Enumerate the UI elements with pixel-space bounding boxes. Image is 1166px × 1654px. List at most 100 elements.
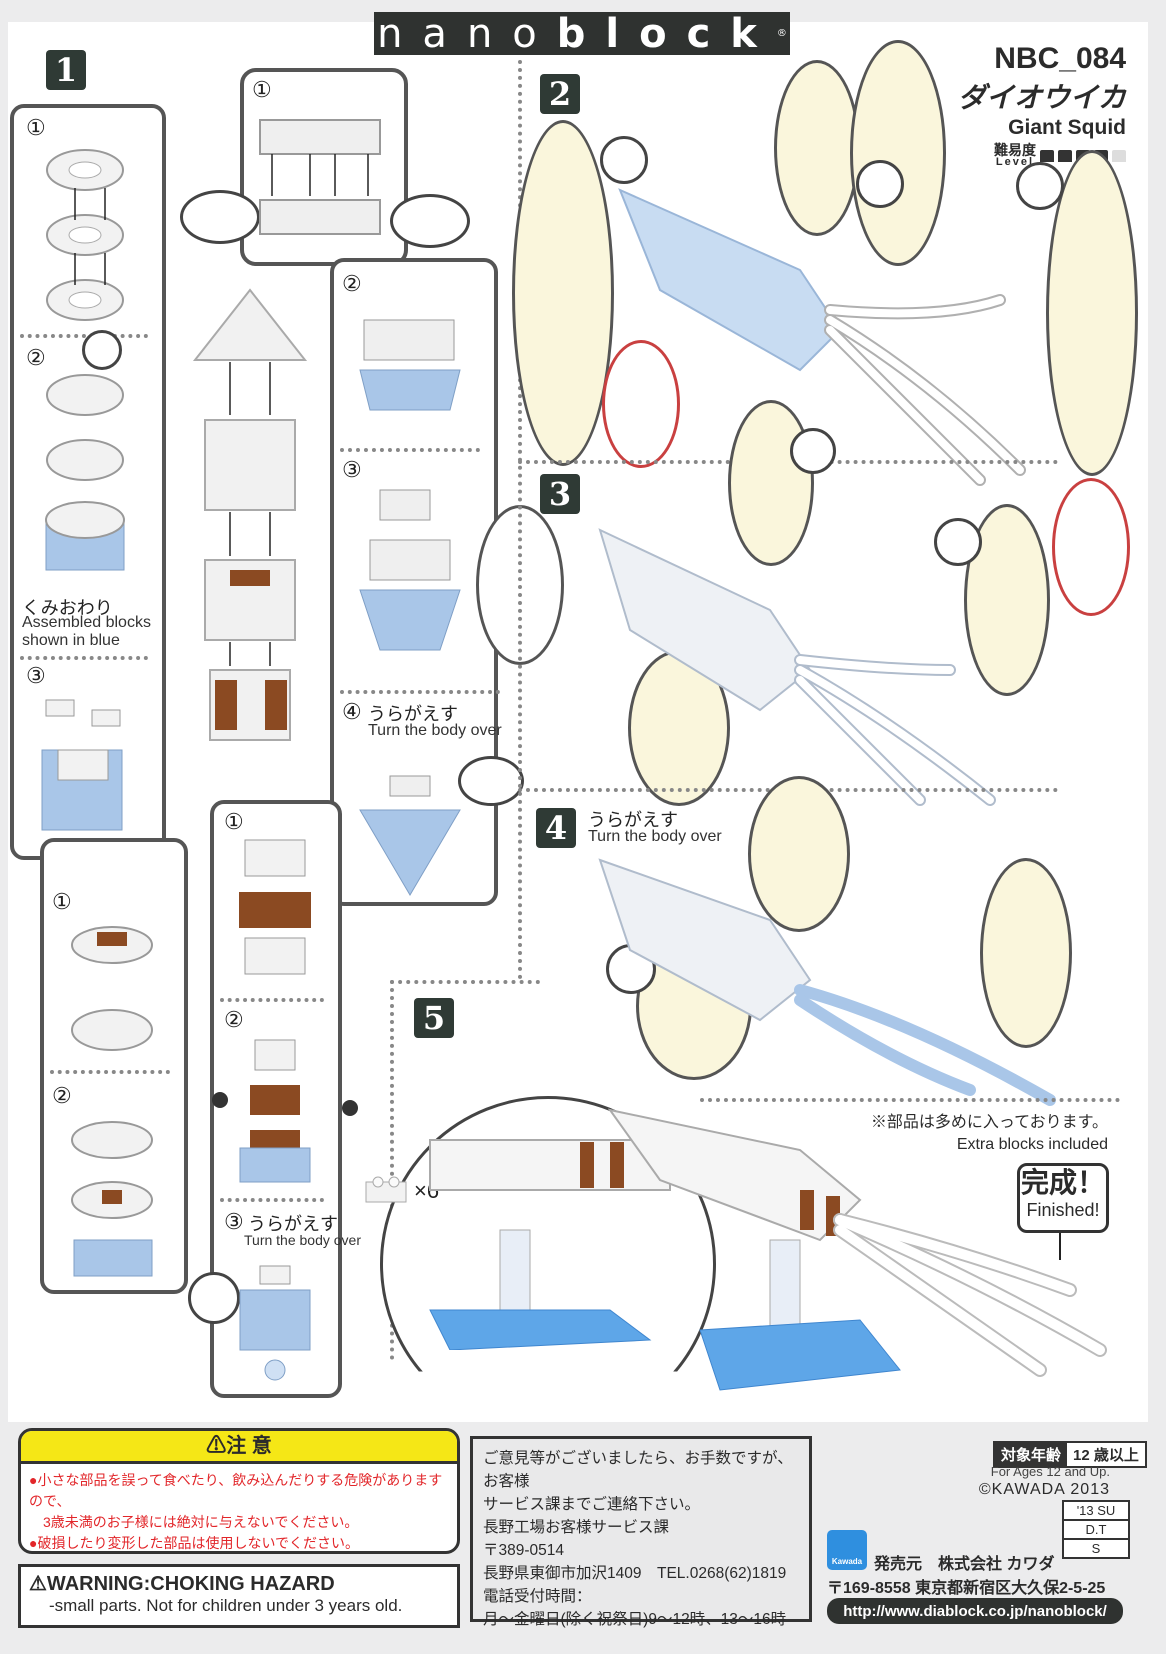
divider bbox=[340, 448, 480, 452]
age-value: 12 歳以上 bbox=[1067, 1443, 1145, 1466]
arm-callout-oval bbox=[980, 858, 1072, 1048]
logo-mark: ® bbox=[776, 28, 787, 39]
squid-step-3-illustration bbox=[598, 528, 996, 806]
part-callout bbox=[856, 160, 904, 208]
contact-line: 長野県東御市加沢1409 TEL.0268(62)1819 bbox=[483, 1565, 787, 1582]
siphon-layers-illustration bbox=[239, 839, 311, 975]
arm-callout-oval bbox=[728, 400, 814, 566]
turn-note-jp: うらがえす bbox=[368, 704, 458, 724]
arm-callout-oval bbox=[1046, 150, 1138, 476]
contact-line: 長野工場お客様サービス課 bbox=[483, 1519, 670, 1536]
finished-en: Finished! bbox=[1026, 1200, 1100, 1220]
divider bbox=[20, 656, 148, 660]
substep-2: ② bbox=[342, 272, 362, 297]
step-4-badge: 4 bbox=[536, 808, 576, 848]
substep-3: ③ bbox=[224, 1210, 244, 1235]
divider bbox=[220, 1198, 324, 1202]
seller-name: 発売元 株式会社 カワダ bbox=[874, 1556, 1055, 1573]
choking-warning: ⚠WARNING:CHOKING HAZARD -small parts. No… bbox=[18, 1564, 460, 1628]
divider bbox=[20, 334, 148, 338]
part-callout-red bbox=[1052, 478, 1130, 616]
level-label-jp: 難易度 bbox=[994, 142, 1036, 158]
arm-callout-oval bbox=[850, 40, 946, 266]
assembled-note-jp: くみおわり bbox=[22, 598, 113, 618]
head-assembly-illustration bbox=[71, 1121, 153, 1277]
part-callout-red bbox=[602, 340, 680, 468]
substep-3: ③ bbox=[26, 664, 46, 689]
product-title-block: NBC_084 ダイオウイカ Giant Squid 難易度 Level bbox=[958, 42, 1126, 168]
print-code: '13 SU bbox=[1064, 1502, 1128, 1521]
arm-callout-oval bbox=[748, 776, 850, 932]
divider bbox=[340, 690, 500, 694]
turn-note-en: Turn the body over bbox=[368, 722, 502, 739]
assembled-note-en-1: Assembled blocks bbox=[22, 614, 151, 631]
substep-2: ② bbox=[224, 1008, 244, 1033]
part-callout bbox=[390, 194, 470, 248]
step-4-note-jp: うらがえす bbox=[588, 810, 678, 830]
age-rating-en: For Ages 12 and Up. bbox=[990, 1464, 1110, 1479]
arm-callout-oval bbox=[512, 120, 614, 466]
cone-assembly-illustration bbox=[359, 489, 461, 651]
caution-line: 3歳未満のお子様には絶対に与えないでください。 bbox=[43, 1514, 359, 1530]
logo-prefix: nano bbox=[377, 10, 557, 57]
contact-line: 〒389-0514 bbox=[483, 1542, 565, 1559]
turn-note-en: Turn the body over bbox=[244, 1232, 361, 1248]
level-pip-icon bbox=[1040, 150, 1054, 162]
extra-blocks-note: ※部品は多めに入っております。 Extra blocks included bbox=[871, 1112, 1108, 1156]
part-callout bbox=[188, 1272, 240, 1324]
warning-title: ⚠WARNING:CHOKING HAZARD bbox=[29, 1573, 335, 1595]
ring-layers-illustration bbox=[46, 149, 124, 321]
contact-line: 電話受付時間： bbox=[483, 1588, 592, 1605]
contact-line: サービス課までご連絡下さい。 bbox=[483, 1496, 701, 1513]
level-pip-icon bbox=[1058, 150, 1072, 162]
substep-2: ② bbox=[52, 1084, 72, 1109]
caution-line: ●破損したり変形した部品は使用しないでください。 bbox=[29, 1535, 360, 1551]
siphon-assembly-illustration bbox=[212, 1039, 358, 1183]
warning-body: -small parts. Not for children under 3 y… bbox=[49, 1596, 403, 1615]
part-callout bbox=[1016, 162, 1064, 210]
substep-1: ① bbox=[252, 78, 272, 103]
divider bbox=[390, 980, 540, 984]
assembled-note-en-2: shown in blue bbox=[22, 632, 120, 649]
ring-layers-assembled-illustration bbox=[45, 374, 125, 571]
flipped-siphon-illustration bbox=[239, 1265, 311, 1381]
head-ring-illustration bbox=[71, 926, 153, 1051]
substep-1: ① bbox=[52, 890, 72, 915]
part-callout bbox=[458, 756, 524, 806]
seller-address: 〒169-8558 東京都新宿区大久保2-5-25 bbox=[827, 1580, 1106, 1597]
contact-line: 月～金曜日(除く祝祭日)9～12時、13～16時 bbox=[483, 1611, 787, 1628]
finished-jp: 完成！ bbox=[1020, 1167, 1105, 1198]
divider bbox=[518, 60, 522, 980]
step-2-badge: 2 bbox=[540, 74, 580, 114]
substep-4: ④ bbox=[342, 700, 362, 725]
product-name-en: Giant Squid bbox=[1008, 116, 1126, 139]
substep-1: ① bbox=[26, 116, 46, 141]
stand-brick-icon bbox=[365, 1176, 407, 1203]
flipped-cone-illustration bbox=[359, 775, 461, 896]
kawada-logo: Kawada bbox=[827, 1530, 867, 1570]
substep-1: ① bbox=[224, 810, 244, 835]
caution-box: ⚠注 意 ●小さな部品を誤って食べたり、飲み込んだりする危険がありますので、 3… bbox=[18, 1428, 460, 1554]
product-name-jp: ダイオウイカ bbox=[957, 82, 1126, 113]
divider bbox=[700, 1098, 1120, 1102]
fin-layers-illustration bbox=[259, 119, 381, 235]
finished-squid-illustration bbox=[607, 1108, 1107, 1391]
finished-badge: 完成！ Finished! bbox=[1017, 1163, 1109, 1233]
step-4-note-en: Turn the body over bbox=[588, 828, 722, 845]
squid-step-4-illustration bbox=[598, 858, 1056, 1106]
level-label-en: Level bbox=[995, 156, 1035, 168]
contact-line: ご意見等がございましたら、お手数ですが、お客様 bbox=[483, 1450, 793, 1490]
logo-bold: block bbox=[556, 10, 777, 57]
caution-line: ●小さな部品を誤って食べたり、飲み込んだりする危険がありますので、 bbox=[29, 1472, 443, 1509]
website-link[interactable]: http://www.diablock.co.jp/nanoblock/ bbox=[827, 1598, 1123, 1624]
extra-blocks-jp: ※部品は多めに入っております。 bbox=[870, 1114, 1108, 1131]
step-5-badge: 5 bbox=[414, 998, 454, 1038]
print-code: D.T bbox=[1064, 1521, 1128, 1540]
stand-detail-illustration bbox=[429, 1139, 671, 1350]
substep-2: ② bbox=[26, 346, 46, 371]
copyright: ©KAWADA 2013 bbox=[978, 1481, 1110, 1498]
substep-3: ③ bbox=[342, 458, 362, 483]
age-rating: 対象年齢 12 歳以上 bbox=[993, 1441, 1147, 1468]
mantle-stack-illustration bbox=[192, 288, 308, 741]
